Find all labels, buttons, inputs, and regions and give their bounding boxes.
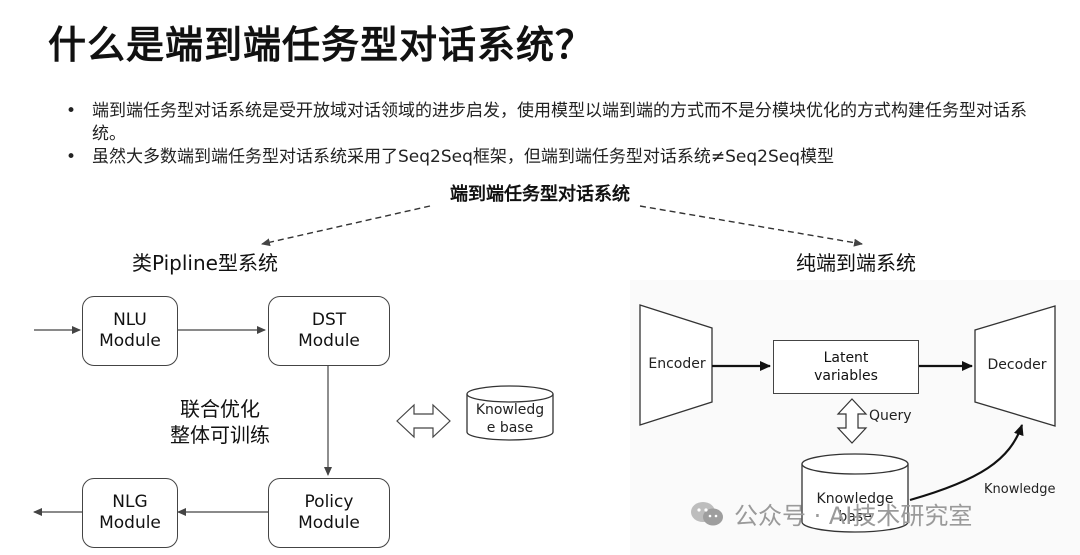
pipeline-system-title: 类Pipline型系统 <box>132 251 278 275</box>
double-arrow-icon <box>396 403 451 439</box>
bullet-dot: • <box>66 147 77 167</box>
page-title: 什么是端到端任务型对话系统？ <box>48 23 595 67</box>
watermark: 公众号 · AI技术研究室 <box>690 496 972 531</box>
bullet-item: • 端到端任务型对话系统是受开放域对话领域的进步启发，使用模型以端到端的方式而不… <box>66 100 1056 146</box>
bullet-item: • 虽然大多数端到端任务型对话系统采用了Seq2Seq框架，但端到端任务型对话系… <box>66 146 1056 169</box>
knowledge-base-cylinder-right <box>801 453 909 533</box>
nlg-module-box: NLG Module <box>82 478 178 548</box>
query-label: Query <box>869 408 912 424</box>
policy-module-box: Policy Module <box>268 478 390 548</box>
knowledge-base-label-right: Knowledge base <box>816 491 894 525</box>
joint-line-2: 整体可训练 <box>170 423 270 447</box>
query-double-arrow-icon <box>836 398 868 444</box>
diagram-center-title: 端到端任务型对话系统 <box>450 184 630 205</box>
bullet-text: 虽然大多数端到端任务型对话系统采用了Seq2Seq框架，但端到端任务型对话系统≠… <box>92 147 835 167</box>
nlu-module-box: NLU Module <box>82 296 178 366</box>
wechat-icon <box>691 501 723 525</box>
knowledge-base-cylinder-left <box>466 385 554 441</box>
watermark-text: 公众号 · AI技术研究室 <box>734 502 973 530</box>
joint-optimization-label: 联合优化 整体可训练 <box>150 396 290 448</box>
dashed-arrow-left <box>261 205 431 247</box>
encoder-label: Encoder <box>648 356 706 372</box>
joint-line-1: 联合优化 <box>180 397 260 421</box>
bullet-list: • 端到端任务型对话系统是受开放域对话领域的进步启发，使用模型以端到端的方式而不… <box>66 100 1056 169</box>
decoder-label: Decoder <box>987 357 1047 373</box>
bullet-text: 端到端任务型对话系统是受开放域对话领域的进步启发，使用模型以端到端的方式而不是分… <box>92 101 1027 144</box>
encoder-shape <box>639 304 713 426</box>
knowledge-curve-arrow <box>909 424 1024 502</box>
dashed-arrow-right <box>639 205 863 247</box>
bullet-dot: • <box>66 101 77 121</box>
knowledge-base-label-left: Knowledg e base <box>475 402 545 436</box>
latent-variables-box: Latent variables <box>773 340 919 394</box>
dst-module-box: DST Module <box>268 296 390 366</box>
decoder-shape <box>974 305 1056 427</box>
e2e-system-title: 纯端到端系统 <box>796 251 916 275</box>
knowledge-arrow-label: Knowledge <box>984 482 1056 497</box>
